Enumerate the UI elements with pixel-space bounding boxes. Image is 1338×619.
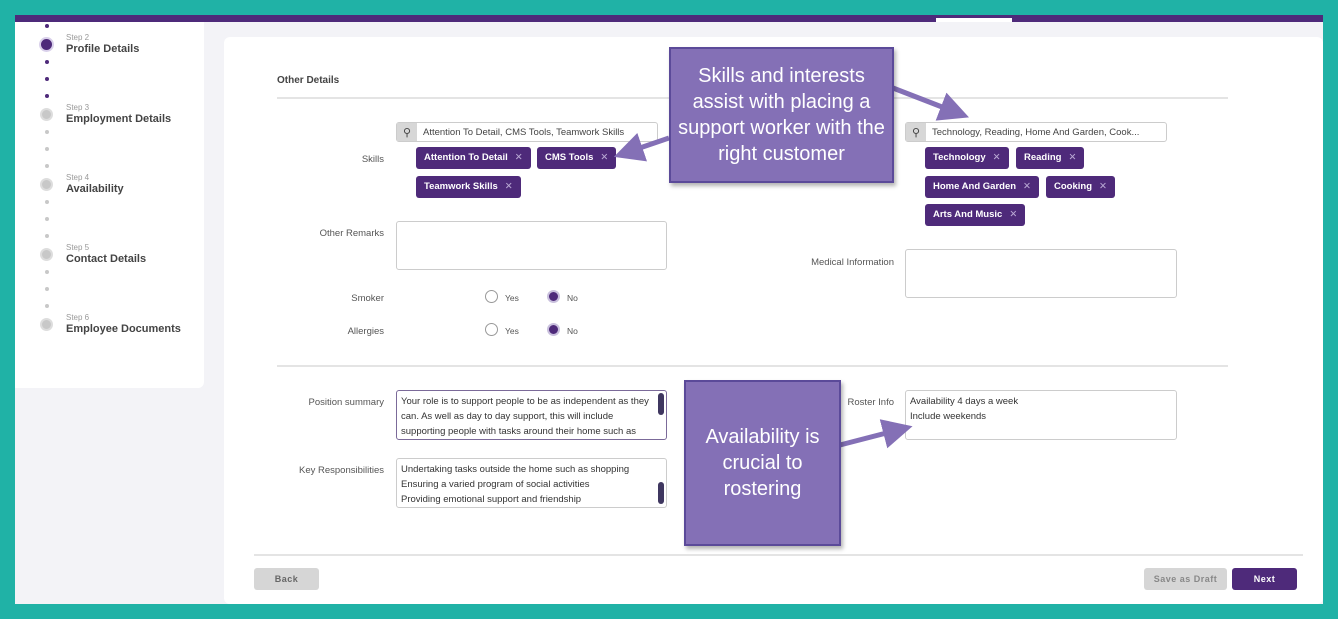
interest-tag: Technology ✕ [925,147,1009,169]
tag-label: Home And Garden [933,181,1017,192]
remove-tag-icon[interactable]: ✕ [1068,152,1077,163]
remove-tag-icon[interactable]: ✕ [504,181,513,192]
radio-label: Yes [505,326,519,336]
key-responsibilities-textarea[interactable]: Undertaking tasks outside the home such … [396,458,667,508]
position-summary-label: Position summary [308,397,385,408]
tag-label: Arts And Music [933,209,1003,220]
tag-label: Technology [933,152,986,163]
save-as-draft-button[interactable]: Save as Draft [1144,568,1227,590]
radio-label: No [567,326,578,336]
interests-search-input[interactable]: Technology, Reading, Home And Garden, Co… [932,127,1140,138]
divider [277,365,1228,367]
skill-tag: Teamwork Skills ✕ [416,176,521,198]
top-bar [15,15,1323,22]
interest-tag: Home And Garden ✕ [925,176,1040,198]
remove-tag-icon[interactable]: ✕ [1023,181,1032,192]
remove-tag-icon[interactable]: ✕ [1009,209,1018,220]
step-connector-dot [45,130,49,134]
smoker-no-radio[interactable] [547,290,560,303]
step-connector-dot [45,147,49,151]
contact-step-icon [40,248,53,261]
radio-label: Yes [505,293,519,303]
allergies-label: Allergies [347,326,384,337]
text-line: Providing emotional support and friendsh… [401,494,582,505]
text-line: Undertaking tasks outside the home such … [401,464,630,475]
availability-step-icon [40,178,53,191]
step-employee-documents[interactable]: Employee Documents [66,323,181,335]
position-summary-text: Your role is to support people to be as … [401,396,649,437]
step-number: Step 3 [66,103,90,112]
text-line: Availability 4 days a week [910,396,1019,407]
smoker-label: Smoker [351,293,384,304]
back-button[interactable]: Back [254,568,319,590]
skills-label: Skills [361,154,384,165]
section-title: Other Details [277,75,340,86]
allergies-no-radio[interactable] [547,323,560,336]
step-connector-dot [45,217,49,221]
scrollbar[interactable] [658,482,664,504]
interests-search[interactable]: ⚲ Technology, Reading, Home And Garden, … [905,122,1167,142]
step-availability[interactable]: Availability [66,183,124,195]
position-summary-textarea[interactable]: Your role is to support people to be as … [396,390,667,440]
smoker-yes-radio[interactable] [485,290,498,303]
step-number: Step 6 [66,313,90,322]
search-icon: ⚲ [397,123,417,141]
skills-search-input[interactable]: Attention To Detail, CMS Tools, Teamwork… [423,127,625,138]
step-connector-dot [45,94,49,98]
radio-label: No [567,293,578,303]
skills-search[interactable]: ⚲ Attention To Detail, CMS Tools, Teamwo… [396,122,658,142]
tag-label: Attention To Detail [424,152,508,163]
step-active-icon [39,37,54,52]
availability-callout: Availability is crucial to rostering [684,380,841,546]
step-number: Step 5 [66,243,90,252]
text-line: Ensuring a varied program of social acti… [401,479,590,490]
interest-tag: Reading ✕ [1016,147,1085,169]
scrollbar[interactable] [658,393,664,415]
allergies-yes-radio[interactable] [485,323,498,336]
step-number: Step 4 [66,173,90,182]
step-connector-dot [45,60,49,64]
tag-label: Reading [1024,152,1062,163]
skills-callout: Skills and interests assist with placing… [669,47,894,183]
step-connector-dot [45,200,49,204]
step-number: Step 2 [66,33,90,42]
remove-tag-icon[interactable]: ✕ [514,152,523,163]
employment-step-icon [40,108,53,121]
medical-info-label: Medical Information [811,257,894,268]
step-employment-details[interactable]: Employment Details [66,113,172,125]
step-connector-dot [45,234,49,238]
active-tab-indicator [936,18,1012,22]
step-connector-dot [45,287,49,291]
documents-step-icon [40,318,53,331]
roster-info-label: Roster Info [847,397,894,408]
tag-label: CMS Tools [545,152,594,163]
remove-tag-icon[interactable]: ✕ [600,152,609,163]
interest-tag: Arts And Music ✕ [925,204,1026,226]
step-connector-dot [45,304,49,308]
other-remarks-textarea[interactable] [396,221,667,270]
text-line: Include weekends [910,411,987,422]
skill-tag: CMS Tools ✕ [537,147,617,169]
step-contact-details[interactable]: Contact Details [66,253,147,265]
remove-tag-icon[interactable]: ✕ [1099,181,1107,192]
tag-label: Cooking [1054,181,1092,192]
other-remarks-label: Other Remarks [319,228,384,239]
medical-info-textarea[interactable] [905,249,1177,298]
step-connector-dot [45,24,49,28]
roster-info-textarea[interactable]: Availability 4 days a week Include weeke… [905,390,1177,440]
next-button[interactable]: Next [1232,568,1297,590]
step-profile-details[interactable]: Profile Details [66,43,140,55]
remove-tag-icon[interactable]: ✕ [992,152,1001,163]
step-connector-dot [45,270,49,274]
search-icon: ⚲ [906,123,926,141]
key-responsibilities-label: Key Responsibilities [298,465,384,476]
step-connector-dot [45,77,49,81]
step-connector-dot [45,164,49,168]
interest-tag: Cooking ✕ [1046,176,1115,198]
tag-label: Teamwork Skills [424,181,498,192]
wizard-steps-sidebar: Step 2 Profile Details Step 3 Employment… [15,22,204,388]
skill-tag: Attention To Detail ✕ [416,147,531,169]
footer-divider [254,554,1303,556]
